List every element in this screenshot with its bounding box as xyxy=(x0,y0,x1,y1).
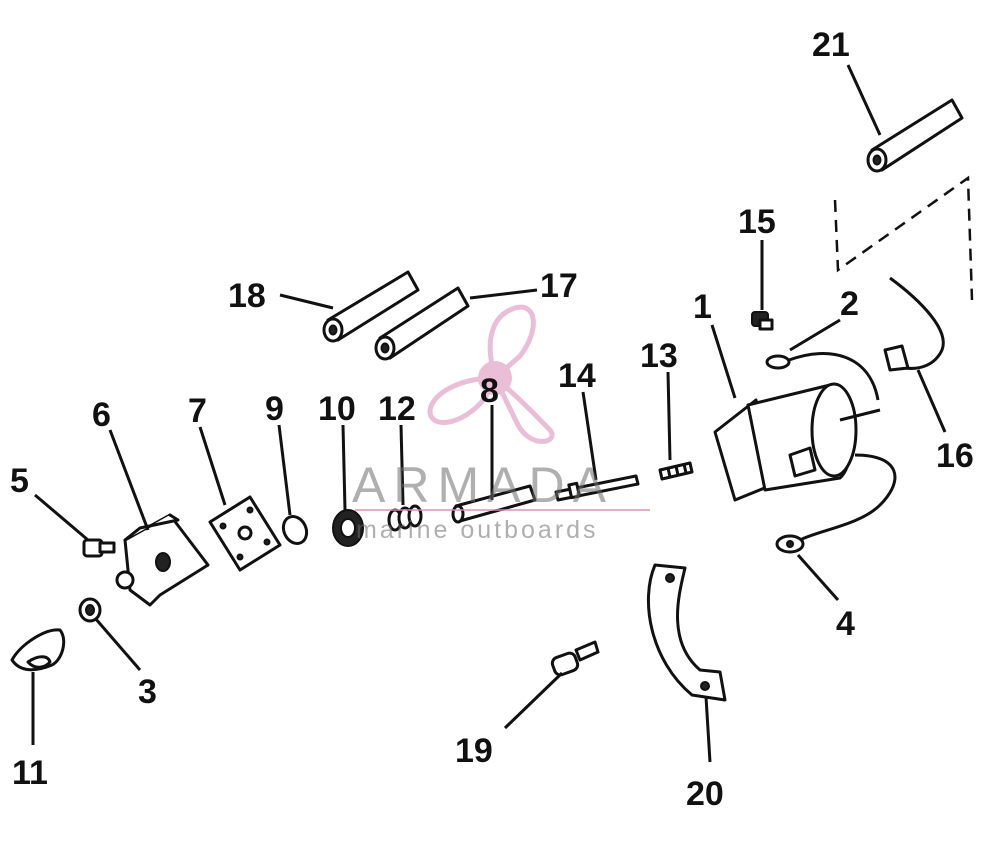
leader-line xyxy=(198,426,227,506)
callout-2: 2 xyxy=(840,285,859,323)
callout-19: 19 xyxy=(455,732,493,770)
part-7-gasket xyxy=(208,495,282,572)
part-16-clip xyxy=(883,276,945,372)
callout-8: 8 xyxy=(480,372,499,410)
watermark-tagline: marine outboards xyxy=(356,516,599,544)
callout-5: 5 xyxy=(10,462,29,500)
leader-line xyxy=(503,671,564,730)
callout-10: 10 xyxy=(318,390,356,428)
part-20-bracket xyxy=(646,563,727,702)
part-14-pin xyxy=(554,474,640,502)
leader-line xyxy=(341,424,347,511)
part-3-washer xyxy=(78,597,102,623)
part-5-screw xyxy=(82,538,116,558)
part-13-spring xyxy=(658,461,694,481)
part-9-disc xyxy=(281,514,309,546)
leader-line xyxy=(277,424,292,516)
leader-line xyxy=(704,696,712,763)
callout-18: 18 xyxy=(228,277,266,315)
callout-3: 3 xyxy=(138,673,157,711)
callout-20: 20 xyxy=(686,775,724,813)
watermark-rule xyxy=(355,509,650,511)
callout-21: 21 xyxy=(812,26,850,64)
part-6-cover xyxy=(115,513,210,607)
part-18-tube xyxy=(322,270,420,343)
leader-line xyxy=(796,554,840,601)
part-19-screw xyxy=(550,640,600,677)
callout-7: 7 xyxy=(188,392,207,430)
part-17-tube xyxy=(374,286,470,361)
leader-line xyxy=(34,493,89,542)
callout-15: 15 xyxy=(738,203,776,241)
part-1-solenoid xyxy=(713,382,881,502)
callout-16: 16 xyxy=(936,437,974,475)
alignment-line xyxy=(833,175,974,301)
callout-4: 4 xyxy=(836,605,855,643)
callout-12: 12 xyxy=(378,390,416,428)
callout-13: 13 xyxy=(640,337,678,375)
leader-line xyxy=(666,371,672,461)
part-4-wire xyxy=(775,453,897,554)
callout-6: 6 xyxy=(92,396,111,434)
leader-line xyxy=(916,369,947,433)
leader-line xyxy=(108,429,150,531)
propeller-icon xyxy=(427,304,555,444)
watermark-brand: ARMADA xyxy=(352,457,614,513)
callout-9: 9 xyxy=(265,390,284,428)
leader-line xyxy=(279,293,334,310)
part-15-screw xyxy=(751,311,774,331)
leader-line xyxy=(581,391,598,481)
callout-11: 11 xyxy=(12,754,48,792)
callout-17: 17 xyxy=(540,267,578,305)
leader-line xyxy=(469,288,538,300)
callout-1: 1 xyxy=(693,288,712,326)
callout-14: 14 xyxy=(558,357,596,395)
leader-line xyxy=(399,424,405,506)
part-21-tube xyxy=(866,98,964,173)
leader-line xyxy=(846,64,882,136)
part-8-plunger xyxy=(451,484,537,524)
part-10-coil xyxy=(332,509,364,547)
leader-line xyxy=(710,324,737,399)
part-11-cap xyxy=(10,628,66,672)
leader-line xyxy=(93,617,142,671)
leader-line xyxy=(789,318,841,352)
part-2-wire xyxy=(765,352,880,401)
